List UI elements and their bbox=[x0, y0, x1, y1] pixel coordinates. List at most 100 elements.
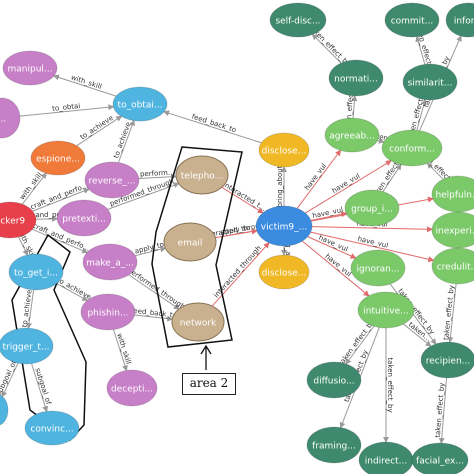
edge-line bbox=[221, 186, 264, 214]
node-circle[interactable] bbox=[56, 199, 112, 237]
edge-line bbox=[426, 162, 444, 180]
node-circle[interactable] bbox=[350, 249, 406, 287]
node-circle[interactable] bbox=[269, 2, 327, 38]
node-conform[interactable]: conform... bbox=[381, 129, 443, 167]
node-circle[interactable] bbox=[258, 254, 310, 290]
node-informe[interactable]: infor... bbox=[445, 2, 474, 38]
node-inexperi[interactable]: inexperi... bbox=[431, 211, 474, 249]
node-circle[interactable] bbox=[82, 243, 138, 281]
node-diffusio[interactable]: diffusio... bbox=[306, 361, 362, 399]
node-hacker9[interactable]: acker9 bbox=[0, 201, 37, 239]
node-to_obtai[interactable]: to_obtai... bbox=[112, 86, 168, 122]
edge-line bbox=[377, 137, 385, 144]
node-label: similarit... bbox=[408, 79, 453, 89]
node-credulit[interactable]: credulit... bbox=[431, 247, 474, 285]
node-decepti[interactable]: decepti... bbox=[106, 369, 158, 407]
node-circle[interactable] bbox=[112, 86, 168, 122]
node-circle[interactable] bbox=[8, 253, 64, 291]
node-circle[interactable] bbox=[258, 132, 310, 168]
node-label: commit... bbox=[391, 17, 434, 27]
edge-line bbox=[117, 119, 135, 163]
node-disclose2[interactable]: disclose... bbox=[258, 254, 310, 290]
node-framing[interactable]: framing... bbox=[306, 426, 362, 464]
node-circle[interactable] bbox=[328, 59, 384, 97]
node-circle[interactable] bbox=[106, 369, 158, 407]
node-circle[interactable] bbox=[0, 327, 54, 365]
node-facial_ex[interactable]: facial_ex... bbox=[411, 442, 469, 474]
node-group_i[interactable]: group_i... bbox=[344, 189, 400, 227]
node-to_get_i[interactable]: to_get_i... bbox=[8, 253, 64, 291]
node-indirect[interactable]: indirect... bbox=[358, 441, 414, 474]
node-convinc[interactable]: convinc... bbox=[24, 410, 80, 446]
node-agreeab[interactable]: agreeab... bbox=[324, 117, 380, 153]
edge-line bbox=[56, 283, 89, 301]
node-n_left2[interactable] bbox=[0, 394, 9, 426]
edge-line bbox=[351, 94, 358, 119]
node-circle[interactable] bbox=[402, 63, 458, 101]
node-circle[interactable] bbox=[0, 394, 9, 426]
edge-line bbox=[21, 172, 47, 205]
node-ignoran[interactable]: ignoran... bbox=[350, 249, 406, 287]
node-circle[interactable] bbox=[2, 50, 58, 86]
node-self_disc[interactable]: self-disc... bbox=[269, 2, 327, 38]
node-circle[interactable] bbox=[0, 201, 37, 239]
node-telepho[interactable]: telepho... bbox=[175, 155, 229, 195]
node-circle[interactable] bbox=[420, 341, 474, 379]
node-helpfuln[interactable]: helpfuln... bbox=[431, 175, 474, 213]
node-recipien[interactable]: recipien... bbox=[420, 341, 474, 379]
node-victim9[interactable]: victim9_... bbox=[255, 205, 313, 247]
edge-line bbox=[26, 289, 35, 330]
node-network[interactable]: network bbox=[171, 302, 225, 342]
node-espione[interactable]: espione... bbox=[30, 140, 86, 176]
edge-line bbox=[134, 314, 174, 322]
node-circle[interactable] bbox=[324, 117, 380, 153]
node-circle[interactable] bbox=[431, 247, 474, 285]
edge-label: have_vul bbox=[357, 235, 389, 250]
node-circle[interactable] bbox=[30, 140, 86, 176]
edge-line bbox=[447, 283, 457, 344]
node-circle[interactable] bbox=[306, 426, 362, 464]
node-circle[interactable] bbox=[381, 129, 443, 167]
node-circle[interactable] bbox=[357, 291, 415, 329]
node-circle[interactable] bbox=[411, 442, 469, 474]
area-2-outline bbox=[151, 146, 243, 348]
node-reverse[interactable]: reverse_... bbox=[84, 161, 140, 199]
edge-label: have_vul bbox=[317, 234, 349, 254]
node-circle[interactable] bbox=[163, 222, 217, 262]
node-circle[interactable] bbox=[175, 155, 229, 195]
edge-line bbox=[31, 363, 49, 413]
node-intuitive[interactable]: intuitive... bbox=[357, 291, 415, 329]
node-normati[interactable]: normati... bbox=[328, 59, 384, 97]
node-email[interactable]: email bbox=[163, 222, 217, 262]
edge-line bbox=[163, 110, 262, 144]
node-manipul[interactable]: manipul... bbox=[2, 50, 58, 86]
node-circle[interactable] bbox=[306, 361, 362, 399]
edge-line bbox=[19, 104, 115, 117]
node-circle[interactable] bbox=[384, 2, 440, 38]
node-circle[interactable] bbox=[84, 161, 140, 199]
node-circle[interactable] bbox=[445, 2, 474, 38]
node-similarit[interactable]: similarit... bbox=[402, 63, 458, 101]
node-trigger_t[interactable]: trigger_t... bbox=[0, 327, 54, 365]
node-circle[interactable] bbox=[255, 205, 313, 247]
edge-victim9-disclose2: bring_about bbox=[281, 230, 292, 272]
edge-label: to_achieve bbox=[79, 114, 115, 141]
edge-line bbox=[107, 182, 180, 210]
node-circle[interactable] bbox=[80, 293, 136, 331]
node-circle[interactable] bbox=[344, 189, 400, 227]
node-commit[interactable]: commit... bbox=[384, 2, 440, 38]
edge-reverse-to_obtai: to_achieve bbox=[112, 119, 135, 163]
node-n_left1[interactable]: ... bbox=[0, 97, 21, 139]
node-disclose1[interactable]: disclose... bbox=[258, 132, 310, 168]
node-circle[interactable] bbox=[24, 410, 80, 446]
node-label: recipien... bbox=[426, 357, 471, 367]
node-label: diffusio... bbox=[313, 377, 354, 387]
edge-label: interacted_through bbox=[212, 244, 263, 299]
node-make_a[interactable]: make_a_... bbox=[82, 243, 138, 281]
node-phishin[interactable]: phishin... bbox=[80, 293, 136, 331]
node-circle[interactable] bbox=[0, 97, 21, 139]
node-label: disclose... bbox=[262, 147, 307, 157]
node-circle[interactable] bbox=[171, 302, 225, 342]
node-pretexti[interactable]: pretexti... bbox=[56, 199, 112, 237]
